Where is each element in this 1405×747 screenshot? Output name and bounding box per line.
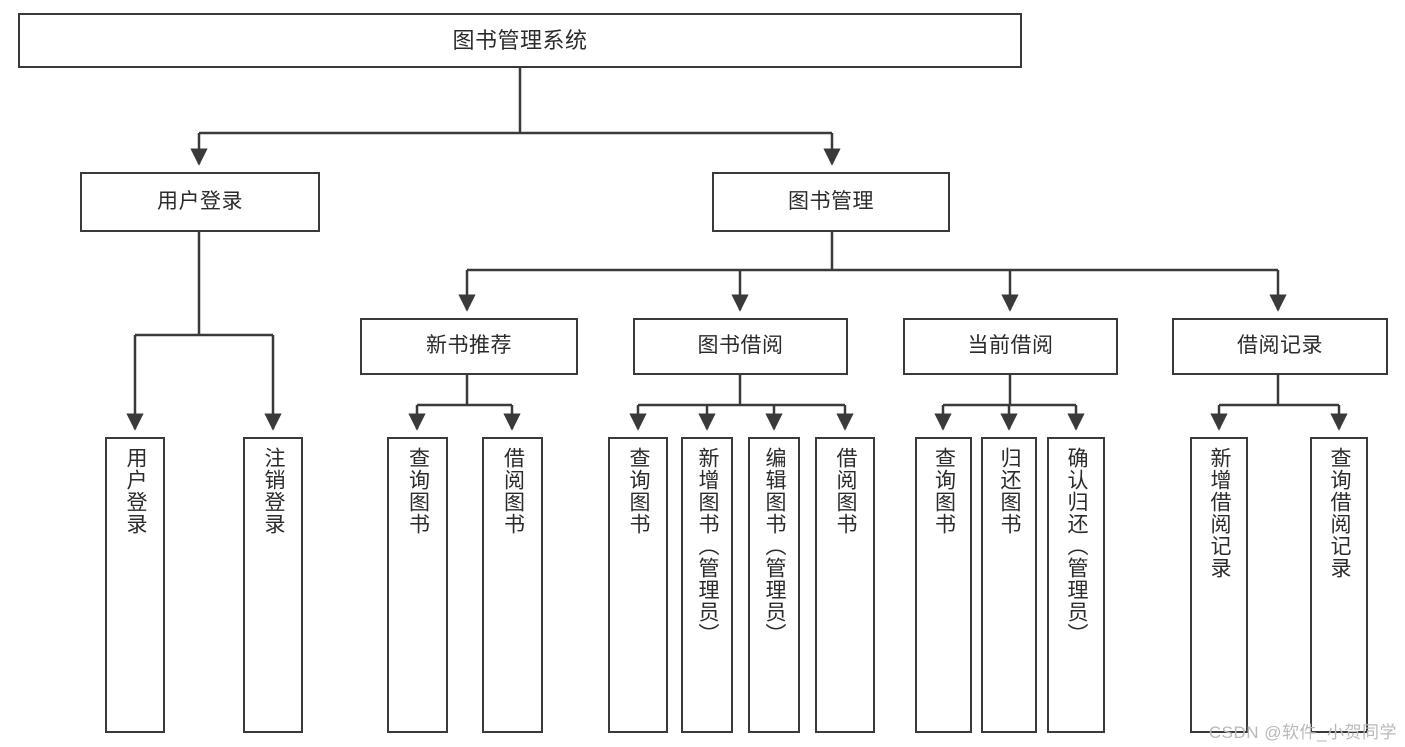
leaf-book-borrow-borrow[interactable]: 借阅图书 (815, 437, 875, 733)
leaf-borrow-record-query-label: 查询借阅记录 (1328, 447, 1352, 579)
leaf-book-borrow-borrow-label: 借阅图书 (834, 447, 858, 535)
leaf-current-borrow-return-label: 归还图书 (998, 447, 1022, 535)
leaf-book-borrow-edit[interactable]: 编辑图书（管理员） (748, 437, 800, 733)
node-book-borrow-label: 图书借阅 (697, 334, 784, 358)
node-root-label: 图书管理系统 (452, 27, 588, 53)
leaf-current-borrow-query[interactable]: 查询图书 (915, 437, 972, 733)
leaf-current-borrow-confirm[interactable]: 确认归还（管理员） (1047, 437, 1105, 733)
node-new-book-recommend[interactable]: 新书推荐 (360, 318, 578, 375)
node-user-login[interactable]: 用户登录 (80, 172, 320, 232)
leaf-new-book-query[interactable]: 查询图书 (387, 437, 448, 733)
node-book-borrow[interactable]: 图书借阅 (633, 318, 848, 375)
leaf-borrow-record-add[interactable]: 新增借阅记录 (1190, 437, 1248, 733)
leaf-new-book-borrow[interactable]: 借阅图书 (482, 437, 543, 733)
leaf-user-login-signout[interactable]: 注销登录 (243, 437, 303, 733)
node-current-borrow[interactable]: 当前借阅 (903, 318, 1118, 375)
leaf-current-borrow-confirm-label: 确认归还（管理员） (1065, 447, 1089, 645)
leaf-book-borrow-query[interactable]: 查询图书 (608, 437, 668, 733)
leaf-user-login-signin-label: 用户登录 (124, 447, 148, 535)
leaf-current-borrow-return[interactable]: 归还图书 (981, 437, 1037, 733)
leaf-user-login-signout-label: 注销登录 (262, 447, 286, 535)
leaf-borrow-record-query[interactable]: 查询借阅记录 (1310, 437, 1368, 733)
node-borrow-record[interactable]: 借阅记录 (1172, 318, 1388, 375)
leaf-new-book-query-label: 查询图书 (406, 447, 430, 535)
csdn-watermark: CSDN @软件_小贺同学 (1208, 723, 1397, 742)
node-new-book-recommend-label: 新书推荐 (426, 334, 512, 358)
node-root[interactable]: 图书管理系统 (18, 13, 1022, 68)
node-book-management[interactable]: 图书管理 (712, 172, 950, 232)
leaf-borrow-record-add-label: 新增借阅记录 (1208, 447, 1232, 579)
leaf-current-borrow-query-label: 查询图书 (932, 447, 956, 535)
leaf-book-borrow-query-label: 查询图书 (627, 447, 651, 535)
leaf-book-borrow-add[interactable]: 新增图书（管理员） (681, 437, 733, 733)
node-user-login-label: 用户登录 (157, 189, 243, 213)
leaf-book-borrow-add-label: 新增图书（管理员） (696, 447, 720, 645)
node-book-management-label: 图书管理 (788, 189, 874, 213)
node-borrow-record-label: 借阅记录 (1237, 334, 1323, 358)
node-current-borrow-label: 当前借阅 (967, 334, 1054, 358)
leaf-book-borrow-edit-label: 编辑图书（管理员） (763, 447, 787, 645)
leaf-new-book-borrow-label: 借阅图书 (501, 447, 525, 535)
leaf-user-login-signin[interactable]: 用户登录 (105, 437, 165, 733)
